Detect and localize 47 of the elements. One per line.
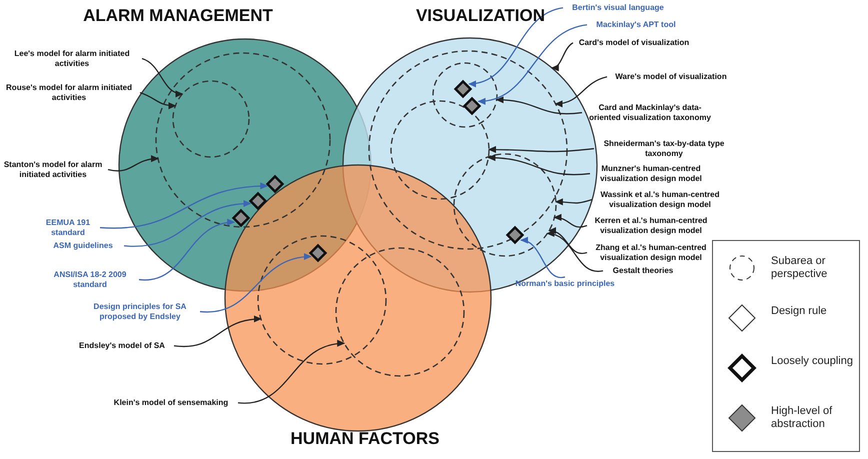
annotation-text: Bertin's visual language [565, 3, 671, 13]
annotation-text: Endsley's model of SA [72, 341, 172, 351]
leader-line [100, 182, 268, 229]
annotation-text: Zhang et al.'s human-centred visualization design model [589, 243, 713, 262]
leader-line [554, 198, 592, 206]
leader-line [124, 200, 252, 247]
annotation-text: Shneiderman's tax-by-data type taxonomy [596, 139, 732, 158]
leader-line [139, 219, 236, 280]
leader-line [238, 340, 346, 404]
annotation-text: Gestalt theories [605, 266, 681, 276]
annotation-text: Wassink et al.'s human-centred visualization design model [594, 190, 726, 210]
leader-line [554, 76, 608, 107]
legend-text: Loosely coupling [771, 355, 854, 368]
leader-line [488, 146, 594, 154]
leader-line [550, 42, 574, 70]
annotation-text: Card's model of visualization [575, 38, 693, 48]
leader-line [140, 92, 176, 109]
legend-text: Subarea or perspective [771, 255, 828, 282]
leader-line [520, 238, 566, 278]
leader-line [496, 96, 582, 114]
annotation-text: Norman's basic principles [509, 279, 621, 289]
leader-line [548, 228, 588, 254]
leader-line [142, 58, 184, 97]
legend-text: High-level of abstraction [771, 405, 834, 432]
leader-line [487, 154, 590, 176]
annotation-text: ASM guidelines [44, 241, 122, 251]
annotation-text: Card and Mackinlay's data-oriented visualization taxonomy [584, 103, 716, 122]
annotation-text: Lee's model for alarm initiated activities [4, 49, 140, 68]
leader-line [468, 7, 564, 87]
legend-text: Design rule [771, 305, 828, 318]
annotation-text: Kerren et al.'s human-centred visualization design model [589, 216, 713, 236]
leader-line [478, 24, 588, 104]
annotation-text: Munzner's human-centred visualization design model [592, 164, 710, 184]
annotation-text: Stanton's model for alarm initiated activities [0, 160, 106, 180]
circle-heading: VISUALIZATION [414, 6, 546, 26]
annotation-text: Mackinlay's APT tool [589, 20, 683, 30]
annotation-text: Klein's model of sensemaking [106, 398, 236, 408]
annotation-text: ANSI/ISA 18-2 2009 standard [43, 270, 137, 290]
annotation-text: Ware's model of visualization [609, 72, 733, 82]
circle-heading: ALARM MANAGEMENT [82, 6, 274, 26]
annotation-text: EEMUA 191 standard [38, 218, 98, 238]
leader-line [200, 254, 312, 312]
annotation-text: Design principles for SA proposed by Endsley [82, 302, 198, 322]
circle-heading: HUMAN FACTORS [290, 429, 440, 449]
leader-line [174, 316, 262, 348]
leader-line [546, 230, 604, 272]
annotation-text: Rouse's model for alarm initiated activities [0, 83, 138, 102]
